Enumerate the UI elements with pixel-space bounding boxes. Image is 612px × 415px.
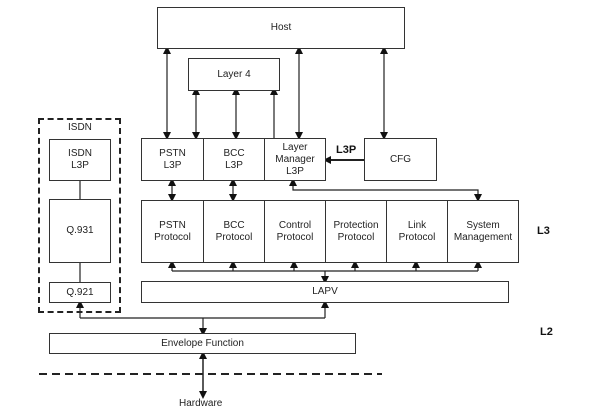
- cfg-arrow-label: L3P: [336, 144, 357, 156]
- control-protocol-label: Control Protocol: [276, 219, 314, 243]
- host-box: Host: [157, 7, 405, 49]
- isdn-l3p-box: ISDN L3P: [49, 139, 111, 181]
- pstn-l3p-label: PSTN L3P: [159, 147, 186, 171]
- isdn-group-label: ISDN: [68, 122, 92, 133]
- cfg-label: CFG: [389, 153, 412, 165]
- q931-box: Q.931: [49, 199, 111, 263]
- isdn-l3p-label: ISDN L3P: [68, 148, 92, 171]
- layer4-label: Layer 4: [217, 68, 251, 80]
- layer-manager-l3p-box: Layer Manager L3P: [264, 138, 326, 181]
- pstn-l3p-box: PSTN L3P: [141, 138, 204, 181]
- bcc-protocol-label: BCC Protocol: [215, 219, 253, 243]
- control-protocol-box: Control Protocol: [264, 200, 326, 263]
- lm-sysmgmt-connector: [289, 178, 482, 202]
- protection-protocol-label: Protection Protocol: [333, 219, 379, 243]
- pstn-protocol-label: PSTN Protocol: [154, 219, 191, 243]
- l2-label: L2: [540, 326, 553, 338]
- q921-label: Q.921: [66, 286, 94, 298]
- system-management-box: System Management: [447, 200, 519, 263]
- pstn-protocol-box: PSTN Protocol: [141, 200, 204, 263]
- lapv-label: LAPV: [312, 286, 338, 297]
- hardware-label: Hardware: [179, 398, 223, 409]
- envelope-function-label: Envelope Function: [161, 337, 244, 349]
- l3-label: L3: [537, 225, 550, 237]
- bcc-protocol-box: BCC Protocol: [203, 200, 265, 263]
- lapv-box: LAPV: [141, 281, 509, 303]
- q931-label: Q.931: [66, 225, 94, 236]
- envelope-function-box: Envelope Function: [49, 333, 356, 354]
- link-protocol-box: Link Protocol: [386, 200, 448, 263]
- layer-manager-l3p-label: Layer Manager L3P: [275, 141, 315, 177]
- link-protocol-label: Link Protocol: [398, 219, 436, 243]
- system-management-label: System Management: [453, 219, 513, 243]
- isdn-group: [38, 118, 121, 313]
- cfg-box: CFG: [364, 138, 437, 181]
- layer4-box: Layer 4: [188, 58, 280, 91]
- bcc-l3p-label: BCC L3P: [223, 147, 245, 171]
- bcc-l3p-box: BCC L3P: [203, 138, 265, 181]
- q921-box: Q.921: [49, 282, 111, 303]
- protection-protocol-box: Protection Protocol: [325, 200, 387, 263]
- host-label: Host: [270, 22, 292, 33]
